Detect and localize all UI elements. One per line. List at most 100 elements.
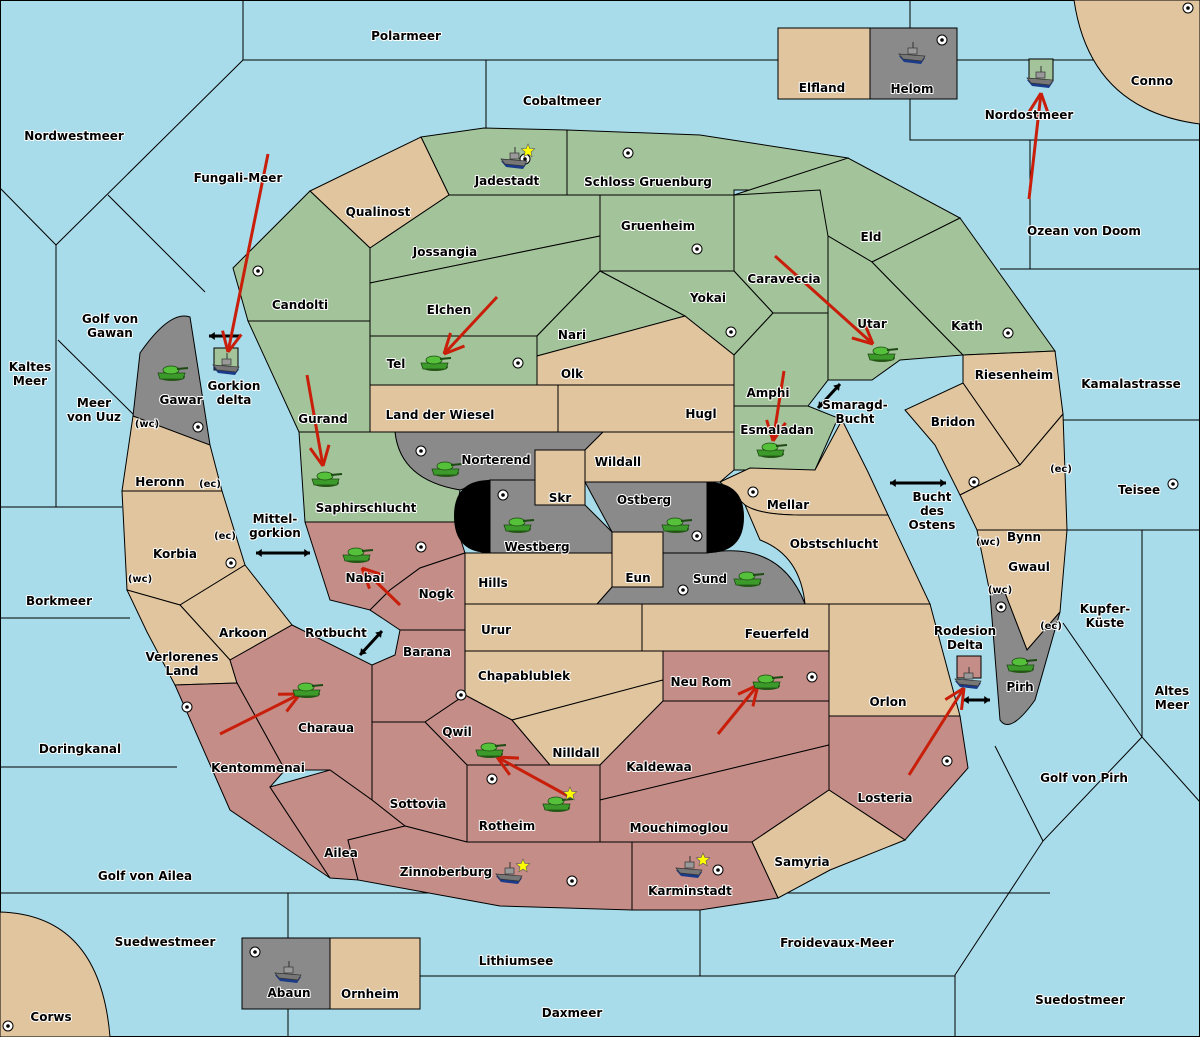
sea-label-kamalastrasse: Kamalastrasse xyxy=(1081,377,1181,391)
sea-label-cobaltmeer: Cobaltmeer xyxy=(523,94,601,108)
army-tank-icon[interactable] xyxy=(420,355,452,371)
convoy-route-arrow-icon xyxy=(963,696,990,704)
territory-label-barana: Barana xyxy=(403,645,451,659)
move-order-arrow-icon xyxy=(360,566,402,607)
territory-corws[interactable] xyxy=(0,911,111,1037)
sea-label-froidevaux-meer: Froidevaux-Meer xyxy=(780,936,894,950)
army-tank-icon[interactable] xyxy=(733,571,765,587)
territory-label-kaldewaa: Kaldewaa xyxy=(626,760,692,774)
coast-label: (wc) xyxy=(988,585,1012,596)
territory-label-chapablublek: Chapablublek xyxy=(478,669,571,683)
westberg-endcap xyxy=(454,480,490,553)
fleet-ship-icon[interactable] xyxy=(495,858,531,884)
supply-center-icon xyxy=(941,755,953,767)
territory-label-schloss-gruenburg: Schloss Gruenburg xyxy=(584,175,712,189)
supply-center-icon xyxy=(415,445,427,457)
territory-label-hugl: Hugl xyxy=(685,407,716,421)
territory-conno[interactable] xyxy=(1073,0,1200,125)
territory-label-arkoon: Arkoon xyxy=(219,626,267,640)
territory-label-pirh: Pirh xyxy=(1006,680,1033,694)
sea-label-nordostmeer: Nordostmeer xyxy=(985,108,1074,122)
supply-center-icon xyxy=(249,946,261,958)
army-tank-icon[interactable] xyxy=(292,682,324,698)
army-tank-icon[interactable] xyxy=(157,365,189,381)
convoy-route-arrow-icon xyxy=(816,382,842,410)
army-tank-icon[interactable] xyxy=(1006,657,1038,673)
territory-helom[interactable] xyxy=(869,27,958,100)
territory-label-conno: Conno xyxy=(1131,74,1173,88)
fleet-ship-icon[interactable] xyxy=(898,42,926,64)
territory-bridon[interactable] xyxy=(904,382,1021,496)
fleet-ship-icon[interactable] xyxy=(500,143,536,169)
territory-label-ostberg: Ostberg xyxy=(617,493,671,507)
supply-center-icon xyxy=(691,243,703,255)
sea-label-smaragd-bucht: Smaragd-Bucht xyxy=(822,398,887,426)
territory-bynn[interactable] xyxy=(959,412,1068,531)
coast-label: (wc) xyxy=(135,419,159,430)
supply-center-icon xyxy=(677,584,689,596)
territory-label-sottovia: Sottovia xyxy=(390,797,447,811)
army-tank-icon[interactable] xyxy=(756,442,788,458)
sea-label-nordwestmeer: Nordwestmeer xyxy=(24,129,124,143)
supply-center-icon xyxy=(712,864,724,876)
sea-label-doringkanal: Doringkanal xyxy=(39,742,121,756)
territory-karminstadt[interactable] xyxy=(631,841,779,911)
move-order-arrow-icon xyxy=(305,374,331,467)
army-tank-icon[interactable] xyxy=(431,461,463,477)
territory-label-esmaladan: Esmaladan xyxy=(740,423,813,437)
supply-center-icon xyxy=(691,530,703,542)
move-order-arrow-icon xyxy=(221,153,270,353)
supply-center-icon xyxy=(1182,2,1194,14)
territory-ornheim[interactable] xyxy=(329,937,421,1010)
sea-label-ozean-von-doom: Ozean von Doom xyxy=(1027,224,1141,238)
coast-label: (wc) xyxy=(976,537,1000,548)
army-tank-icon[interactable] xyxy=(342,547,374,563)
army-tank-icon[interactable] xyxy=(311,471,343,487)
territory-label-gruenheim: Gruenheim xyxy=(621,219,695,233)
territory-label-jossangia: Jossangia xyxy=(412,245,477,259)
territory-label-feuerfeld: Feuerfeld xyxy=(745,627,810,641)
territory-gruenheim[interactable] xyxy=(599,194,735,272)
fleet-ship-icon[interactable] xyxy=(1026,66,1054,88)
sea-label-polarmeer: Polarmeer xyxy=(371,29,441,43)
army-tank-icon[interactable] xyxy=(661,517,693,533)
territory-label-obstschlucht: Obstschlucht xyxy=(790,537,879,551)
supply-center-icon xyxy=(806,671,818,683)
army-tank-icon[interactable] xyxy=(475,742,507,758)
army-tank-icon[interactable] xyxy=(503,517,535,533)
fleet-ship-icon[interactable] xyxy=(274,961,302,983)
convoy-route-arrow-icon xyxy=(256,549,310,557)
move-order-arrow-icon xyxy=(1027,92,1050,200)
supply-center-icon xyxy=(486,773,498,785)
territory-zinnoberburg[interactable] xyxy=(347,825,633,911)
convoy-route-arrow-icon xyxy=(890,479,946,487)
territory-label-skr: Skr xyxy=(549,491,572,505)
fleet-ship-icon[interactable] xyxy=(954,667,982,689)
star-icon xyxy=(515,858,531,873)
fleet-ship-icon[interactable] xyxy=(212,353,240,375)
territory-label-gwaul: Gwaul xyxy=(1008,560,1050,574)
territory-label-neu-rom: Neu Rom xyxy=(671,675,732,689)
territory-label-qwil: Qwil xyxy=(442,725,472,739)
territory-label-helom: Helom xyxy=(890,82,933,96)
fleet-ship-icon[interactable] xyxy=(675,852,711,878)
army-tank-icon[interactable] xyxy=(752,674,784,690)
territory-label-gurand: Gurand xyxy=(298,412,348,426)
sea-label-suedwestmeer: Suedwestmeer xyxy=(115,935,216,949)
supply-center-icon xyxy=(497,489,509,501)
move-order-arrow-icon xyxy=(765,370,787,442)
supply-center-icon xyxy=(252,265,264,277)
supply-center-icon xyxy=(415,541,427,553)
territory-label-kentommenai: Kentommenai xyxy=(211,761,305,775)
star-icon xyxy=(520,143,536,158)
supply-center-icon xyxy=(2,1020,14,1032)
army-tank-icon[interactable] xyxy=(542,786,578,812)
territory-label-eld: Eld xyxy=(861,230,882,244)
army-tank-icon[interactable] xyxy=(867,346,899,362)
sea-label-suedostmeer: Suedostmeer xyxy=(1035,993,1125,1007)
territory-label-norterend: Norterend xyxy=(461,453,530,467)
territory-label-westberg: Westberg xyxy=(504,540,569,554)
